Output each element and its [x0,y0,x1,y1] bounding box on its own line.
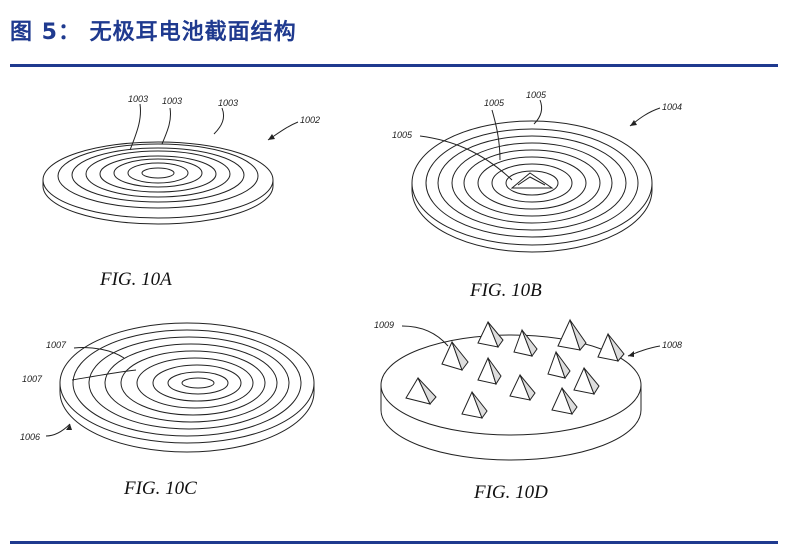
bottom-divider [10,541,778,544]
fig-10b-caption: FIG. 10B [469,280,542,301]
fig-10b-ring [437,135,627,231]
fig-10a: 1003 1003 1003 1002 FIG. 10A [42,94,320,290]
fig-10c-label-1007-a: 1007 [46,340,67,350]
fig-10d-pyramid [405,376,437,405]
fig-10d-pyramid [477,320,504,349]
fig-10a-leader [213,107,225,135]
fig-10d-arrowhead [628,351,634,357]
fig-10c-spiral-turn [104,343,278,423]
fig-10c-label-1006: 1006 [20,432,40,442]
fig-10b-label-1005-c: 1005 [392,130,413,140]
fig-10d-label-1009: 1009 [374,320,394,330]
fig-10d-pyramid [557,318,587,351]
fig-10b-leader [533,99,543,125]
fig-10b-label-1005-b: 1005 [526,90,547,100]
fig-10c-spiral-turn [167,371,229,395]
fig-10d-pyramid [547,350,571,380]
fig-10a-ring [99,155,217,193]
fig-10a-ring [127,162,189,184]
fig-10a-ring [113,158,203,188]
fig-10a-label-1002: 1002 [300,115,320,125]
fig-10d-label-1008: 1008 [662,340,682,350]
fig-10b-center-bump [510,172,554,189]
fig-10c-disc-top [59,322,315,444]
fig-10d: 1009 1008 FIG. 10D [374,318,682,503]
fig-10c: 1007 1007 1006 FIG. 10C [20,322,315,499]
top-divider [10,64,778,67]
fig-10b: 1005 1005 1005 1004 FIG. 10B [392,90,682,301]
fig-10a-disc-top [42,141,274,219]
fig-10b-ring [463,149,601,217]
figure-title: 图 5： 无极耳电池截面结构 [10,20,297,45]
fig-10c-leader [71,369,137,381]
fig-10a-leader [129,103,141,151]
fig-10d-caption: FIG. 10D [473,482,548,503]
fig-10d-leader [401,325,449,347]
fig-10c-caption: FIG. 10C [123,478,197,499]
fig-10c-spiral-turn [88,336,290,430]
fig-10a-arrowhead [268,134,275,140]
fig-10a-ring [71,147,245,203]
fig-10c-label-1007-b: 1007 [22,374,43,384]
fig-10a-label-1003-c: 1003 [218,98,238,108]
fig-10a-label-1003-b: 1003 [162,96,182,106]
fig-10b-ring [491,163,573,203]
fig-10a-leader [161,107,171,145]
fig-10d-pyramid [441,340,469,372]
fig-10d-pyramid [509,373,536,402]
fig-10d-pyramid [461,390,488,420]
fig-10b-ring [451,142,613,224]
fig-10c-leader [73,347,125,359]
fig-10d-pyramid [513,328,538,358]
fig-10a-ring [85,150,231,198]
fig-10c-spiral-turn [120,350,266,416]
fig-10a-label-1003-a: 1003 [128,94,148,104]
fig-10b-ring [425,128,639,238]
fig-10b-label-1004: 1004 [662,102,682,112]
fig-10c-spiral-turn [72,329,302,437]
fig-10d-pyramid [597,332,625,362]
fig-10c-spiral-turn [181,377,215,389]
fig-10d-pyramid [551,386,578,416]
fig-10d-pyramid [477,356,502,386]
fig-10c-spiral-turn [152,364,242,402]
fig-10a-ring [57,143,259,209]
fig-10b-disc-top [411,120,653,246]
fig-10a-caption: FIG. 10A [99,269,172,290]
fig-10b-ring [477,156,587,210]
fig-10b-label-1005-a: 1005 [484,98,505,108]
fig-10a-ring [141,167,175,179]
fig-10b-leader [491,109,501,161]
fig-10c-disc-edge [59,383,315,453]
fig-10d-pyramid [573,366,600,396]
fig-10b-ring [505,170,559,196]
fig-10b-leader [419,135,513,181]
fig-10d-disc-edge [380,385,642,461]
fig-10c-arrowhead [66,424,72,430]
fig-10c-spiral-turn [136,357,254,409]
fig-10c-leader [45,423,71,437]
fig-10b-center-bump-inner [517,176,546,186]
fig-10b-disc-edge [411,183,653,253]
fig-10b-arrowhead [630,120,637,126]
fig-10a-disc-edge [42,180,274,225]
